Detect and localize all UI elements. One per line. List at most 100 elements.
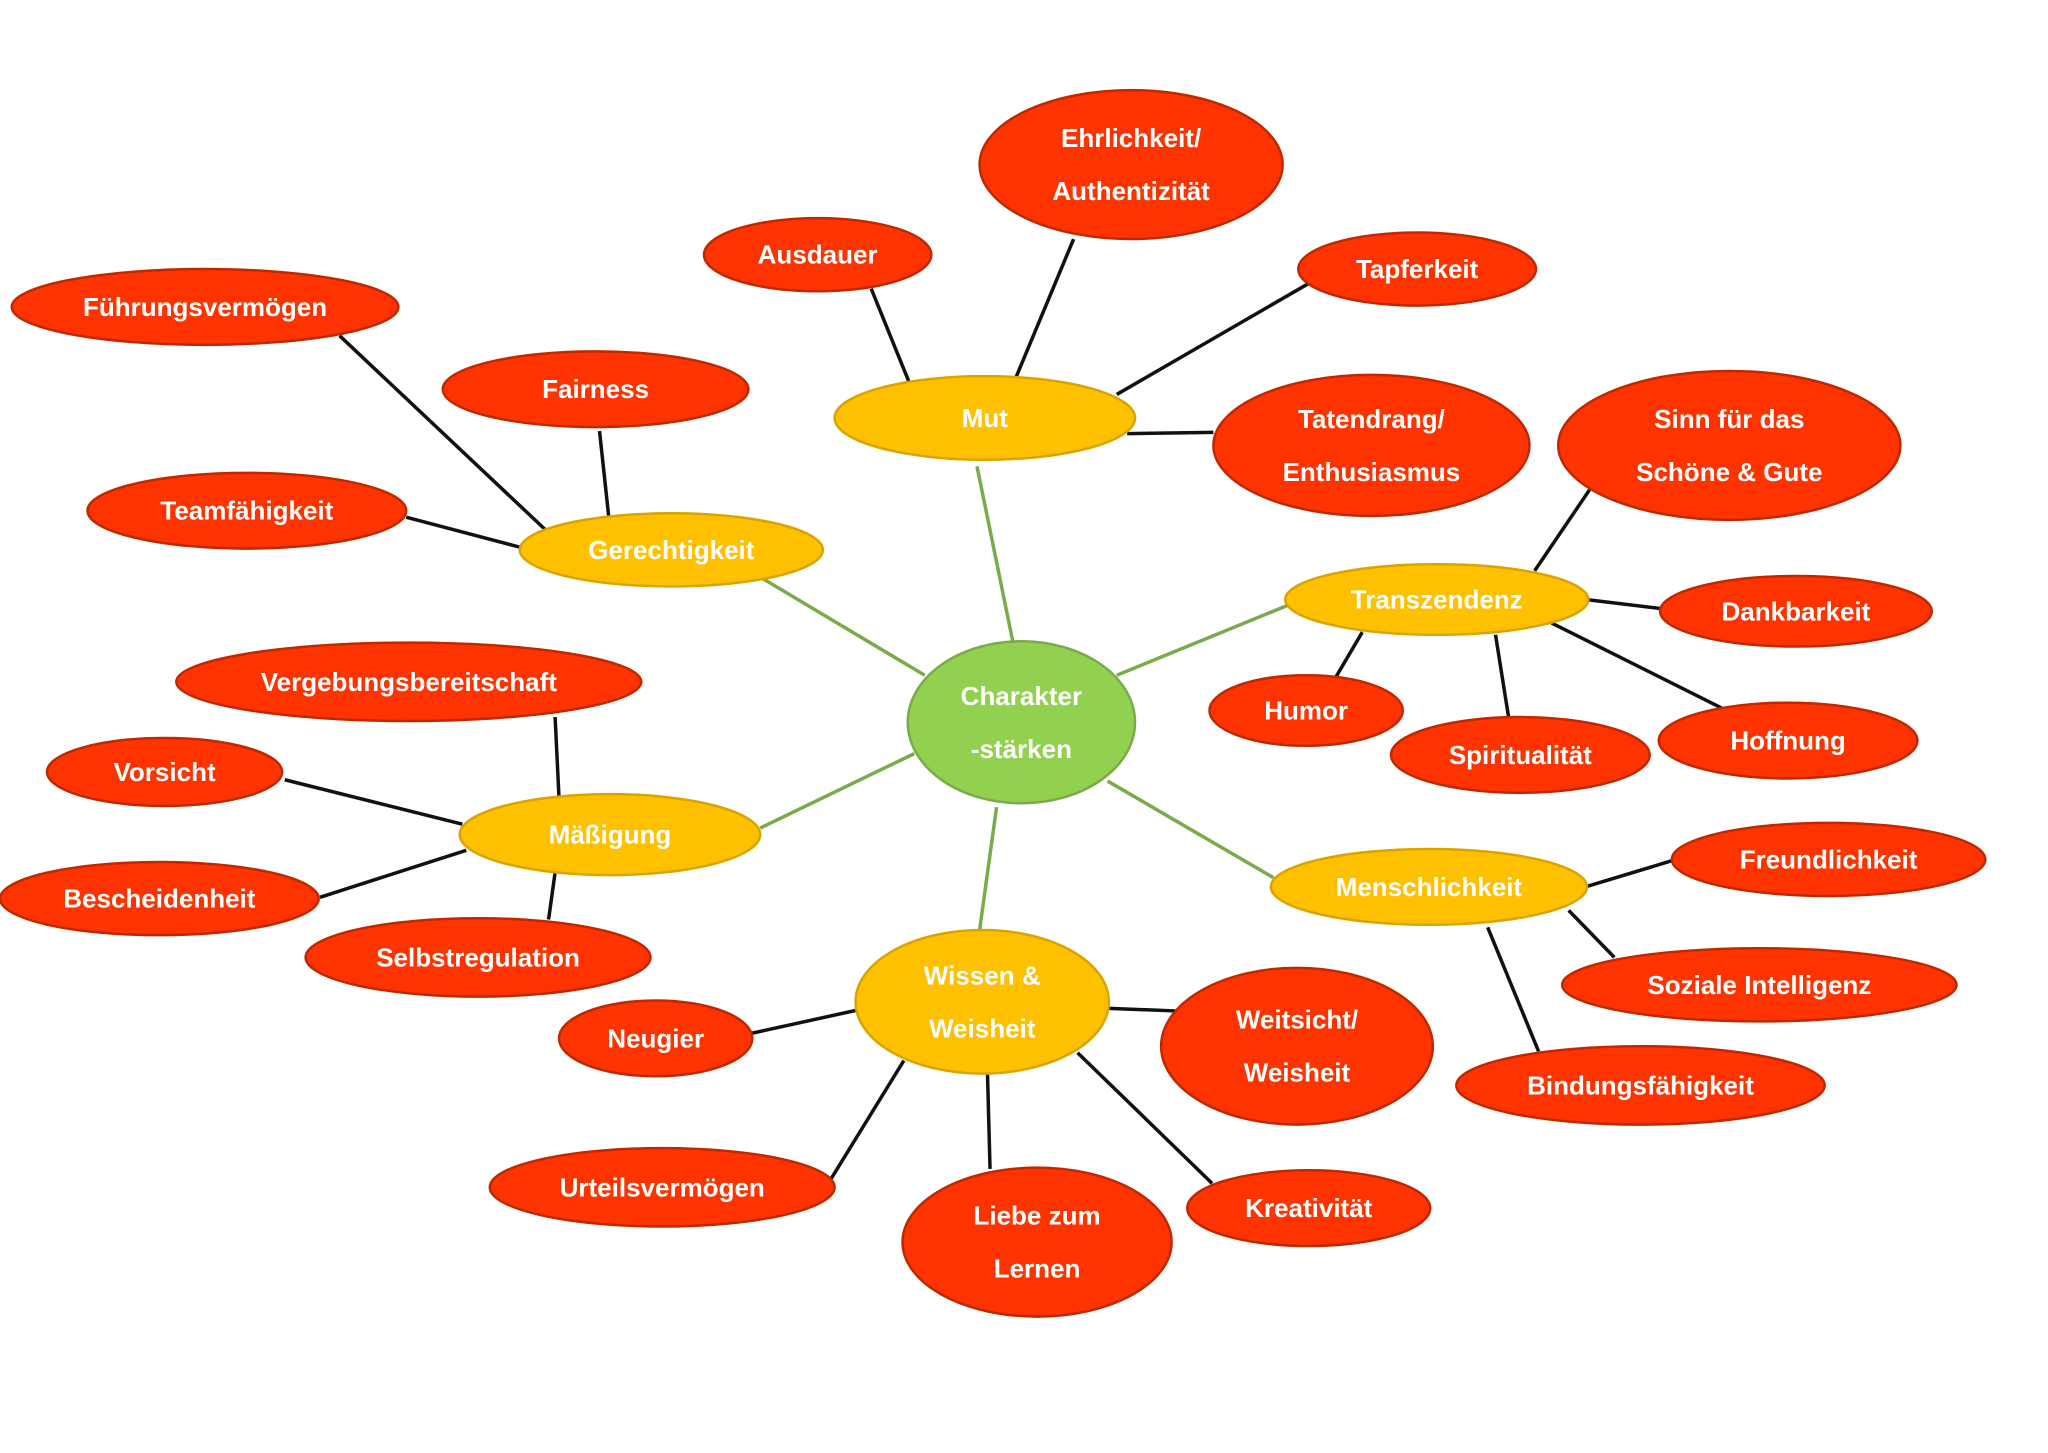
sinn-fuer-das-schoene-label-2: Schöne & Gute	[1636, 457, 1822, 487]
link-center-maessigung	[759, 752, 916, 830]
node-vergebungsbereitschaft: Vergebungsbereitschaft	[175, 641, 643, 723]
liebe-zum-lernen-label-2: Lernen	[994, 1254, 1081, 1284]
node-urteilsvermoegen: Urteilsvermögen	[488, 1146, 836, 1228]
selbstregulation-label-1: Selbstregulation	[376, 942, 580, 972]
soziale-intelligenz-label-1: Soziale Intelligenz	[1647, 970, 1871, 1000]
node-bescheidenheit: Bescheidenheit	[0, 860, 320, 937]
mut-ellipse	[833, 374, 1137, 462]
link-transzendenz-hoffnung	[1550, 621, 1723, 710]
link-transzendenz-sinn-fuer-das-schoene	[1533, 488, 1591, 572]
mut-label-1: Mut	[962, 403, 1009, 433]
node-vorsicht: Vorsicht	[45, 736, 284, 808]
kreativitaet-label-1: Kreativität	[1245, 1193, 1372, 1223]
link-gerechtigkeit-teamfaehigkeit	[405, 515, 526, 551]
node-weitsicht: Weitsicht/Weisheit	[1159, 966, 1435, 1126]
menschlichkeit-ellipse	[1269, 847, 1589, 926]
link-gerechtigkeit-fuehrungsvermoegen	[338, 334, 548, 532]
node-teamfaehigkeit: Teamfähigkeit	[86, 471, 408, 550]
fairness-ellipse	[441, 350, 750, 429]
dankbarkeit-label-1: Dankbarkeit	[1721, 596, 1870, 626]
spiritualitaet-ellipse	[1389, 715, 1651, 795]
tapferkeit-ellipse	[1297, 231, 1538, 307]
link-transzendenz-spiritualitaet	[1493, 634, 1511, 718]
fairness-label-1: Fairness	[542, 374, 649, 404]
maessigung-label-1: Mäßigung	[549, 820, 672, 850]
link-transzendenz-dankbarkeit	[1585, 597, 1662, 611]
link-wissen-weisheit-weitsicht	[1108, 1006, 1176, 1013]
urteilsvermoegen-ellipse	[488, 1146, 836, 1228]
dankbarkeit-ellipse	[1658, 574, 1934, 648]
urteilsvermoegen-label-1: Urteilsvermögen	[560, 1172, 765, 1202]
link-center-wissen-weisheit	[977, 806, 999, 931]
node-tapferkeit: Tapferkeit	[1297, 231, 1538, 307]
vorsicht-ellipse	[45, 736, 284, 808]
ehrlichkeit-label-2: Authentizität	[1052, 176, 1210, 206]
wissen-weisheit-label-1: Wissen &	[924, 960, 1041, 990]
link-maessigung-vergebungsbereitschaft	[553, 716, 561, 799]
weitsicht-label-1: Weitsicht/	[1236, 1005, 1358, 1035]
link-center-gerechtigkeit	[761, 577, 926, 677]
tapferkeit-label-1: Tapferkeit	[1356, 254, 1479, 284]
node-gerechtigkeit: Gerechtigkeit	[518, 512, 825, 588]
fuehrungsvermoegen-ellipse	[10, 267, 400, 347]
charakterstaerken-label-1: Charakter	[961, 681, 1082, 711]
freundlichkeit-ellipse	[1670, 821, 1987, 898]
link-gerechtigkeit-fairness	[597, 430, 611, 517]
vorsicht-label-1: Vorsicht	[114, 757, 216, 787]
node-maessigung: Mäßigung	[458, 792, 762, 877]
weitsicht-label-2: Weisheit	[1244, 1058, 1351, 1088]
sinn-fuer-das-schoene-ellipse	[1556, 369, 1902, 522]
hoffnung-ellipse	[1657, 701, 1919, 780]
node-mut: Mut	[833, 374, 1137, 462]
soziale-intelligenz-ellipse	[1560, 946, 1958, 1023]
node-humor: Humor	[1208, 674, 1405, 748]
node-ehrlichkeit: Ehrlichkeit/Authentizität	[978, 88, 1284, 241]
humor-label-1: Humor	[1264, 696, 1348, 726]
link-menschlichkeit-bindungsfaehigkeit	[1486, 926, 1541, 1053]
ausdauer-ellipse	[702, 216, 933, 293]
tatendrang-label-2: Enthusiasmus	[1283, 457, 1461, 487]
charakterstaerken-label-2: -stärken	[971, 734, 1072, 764]
link-maessigung-vorsicht	[284, 778, 463, 826]
link-mut-tatendrang	[1127, 430, 1214, 436]
node-selbstregulation: Selbstregulation	[304, 916, 652, 998]
node-fairness: Fairness	[441, 350, 750, 429]
node-hoffnung: Hoffnung	[1657, 701, 1919, 780]
neugier-label-1: Neugier	[607, 1023, 704, 1053]
wissen-weisheit-ellipse	[854, 928, 1111, 1075]
bescheidenheit-label-1: Bescheidenheit	[63, 884, 256, 914]
link-center-transzendenz	[1116, 603, 1290, 677]
node-spiritualitaet: Spiritualität	[1389, 715, 1651, 795]
link-wissen-weisheit-kreativitaet	[1076, 1051, 1214, 1185]
node-charakterstaerken: Charakter -stärken	[906, 640, 1137, 805]
link-menschlichkeit-soziale-intelligenz	[1567, 909, 1616, 959]
vergebungsbereitschaft-ellipse	[175, 641, 643, 723]
link-maessigung-bescheidenheit	[319, 848, 467, 899]
link-center-mut	[975, 465, 1016, 646]
hoffnung-label-1: Hoffnung	[1730, 726, 1846, 756]
node-kreativitaet: Kreativität	[1186, 1169, 1432, 1248]
link-menschlichkeit-freundlichkeit	[1585, 859, 1673, 889]
neugier-ellipse	[557, 999, 754, 1078]
wissen-weisheit-label-2: Weisheit	[929, 1013, 1036, 1043]
link-maessigung-selbstregulation	[546, 872, 557, 920]
teamfaehigkeit-ellipse	[86, 471, 408, 550]
liebe-zum-lernen-label-1: Liebe zum	[973, 1201, 1100, 1231]
ausdauer-label-1: Ausdauer	[758, 240, 878, 270]
gerechtigkeit-ellipse	[518, 512, 825, 588]
fuehrungsvermoegen-label-1: Führungsvermögen	[83, 292, 327, 322]
humor-ellipse	[1208, 674, 1405, 748]
link-transzendenz-humor	[1334, 631, 1364, 678]
link-center-menschlichkeit	[1106, 779, 1275, 880]
transzendenz-label-1: Transzendenz	[1351, 585, 1523, 615]
charakterstaerken-ellipse	[906, 640, 1137, 805]
node-menschlichkeit: Menschlichkeit	[1269, 847, 1589, 926]
liebe-zum-lernen-ellipse	[901, 1166, 1173, 1318]
bescheidenheit-ellipse	[0, 860, 320, 937]
maessigung-ellipse	[458, 792, 762, 877]
ehrlichkeit-ellipse	[978, 88, 1284, 241]
link-mut-tapferkeit	[1115, 281, 1310, 396]
